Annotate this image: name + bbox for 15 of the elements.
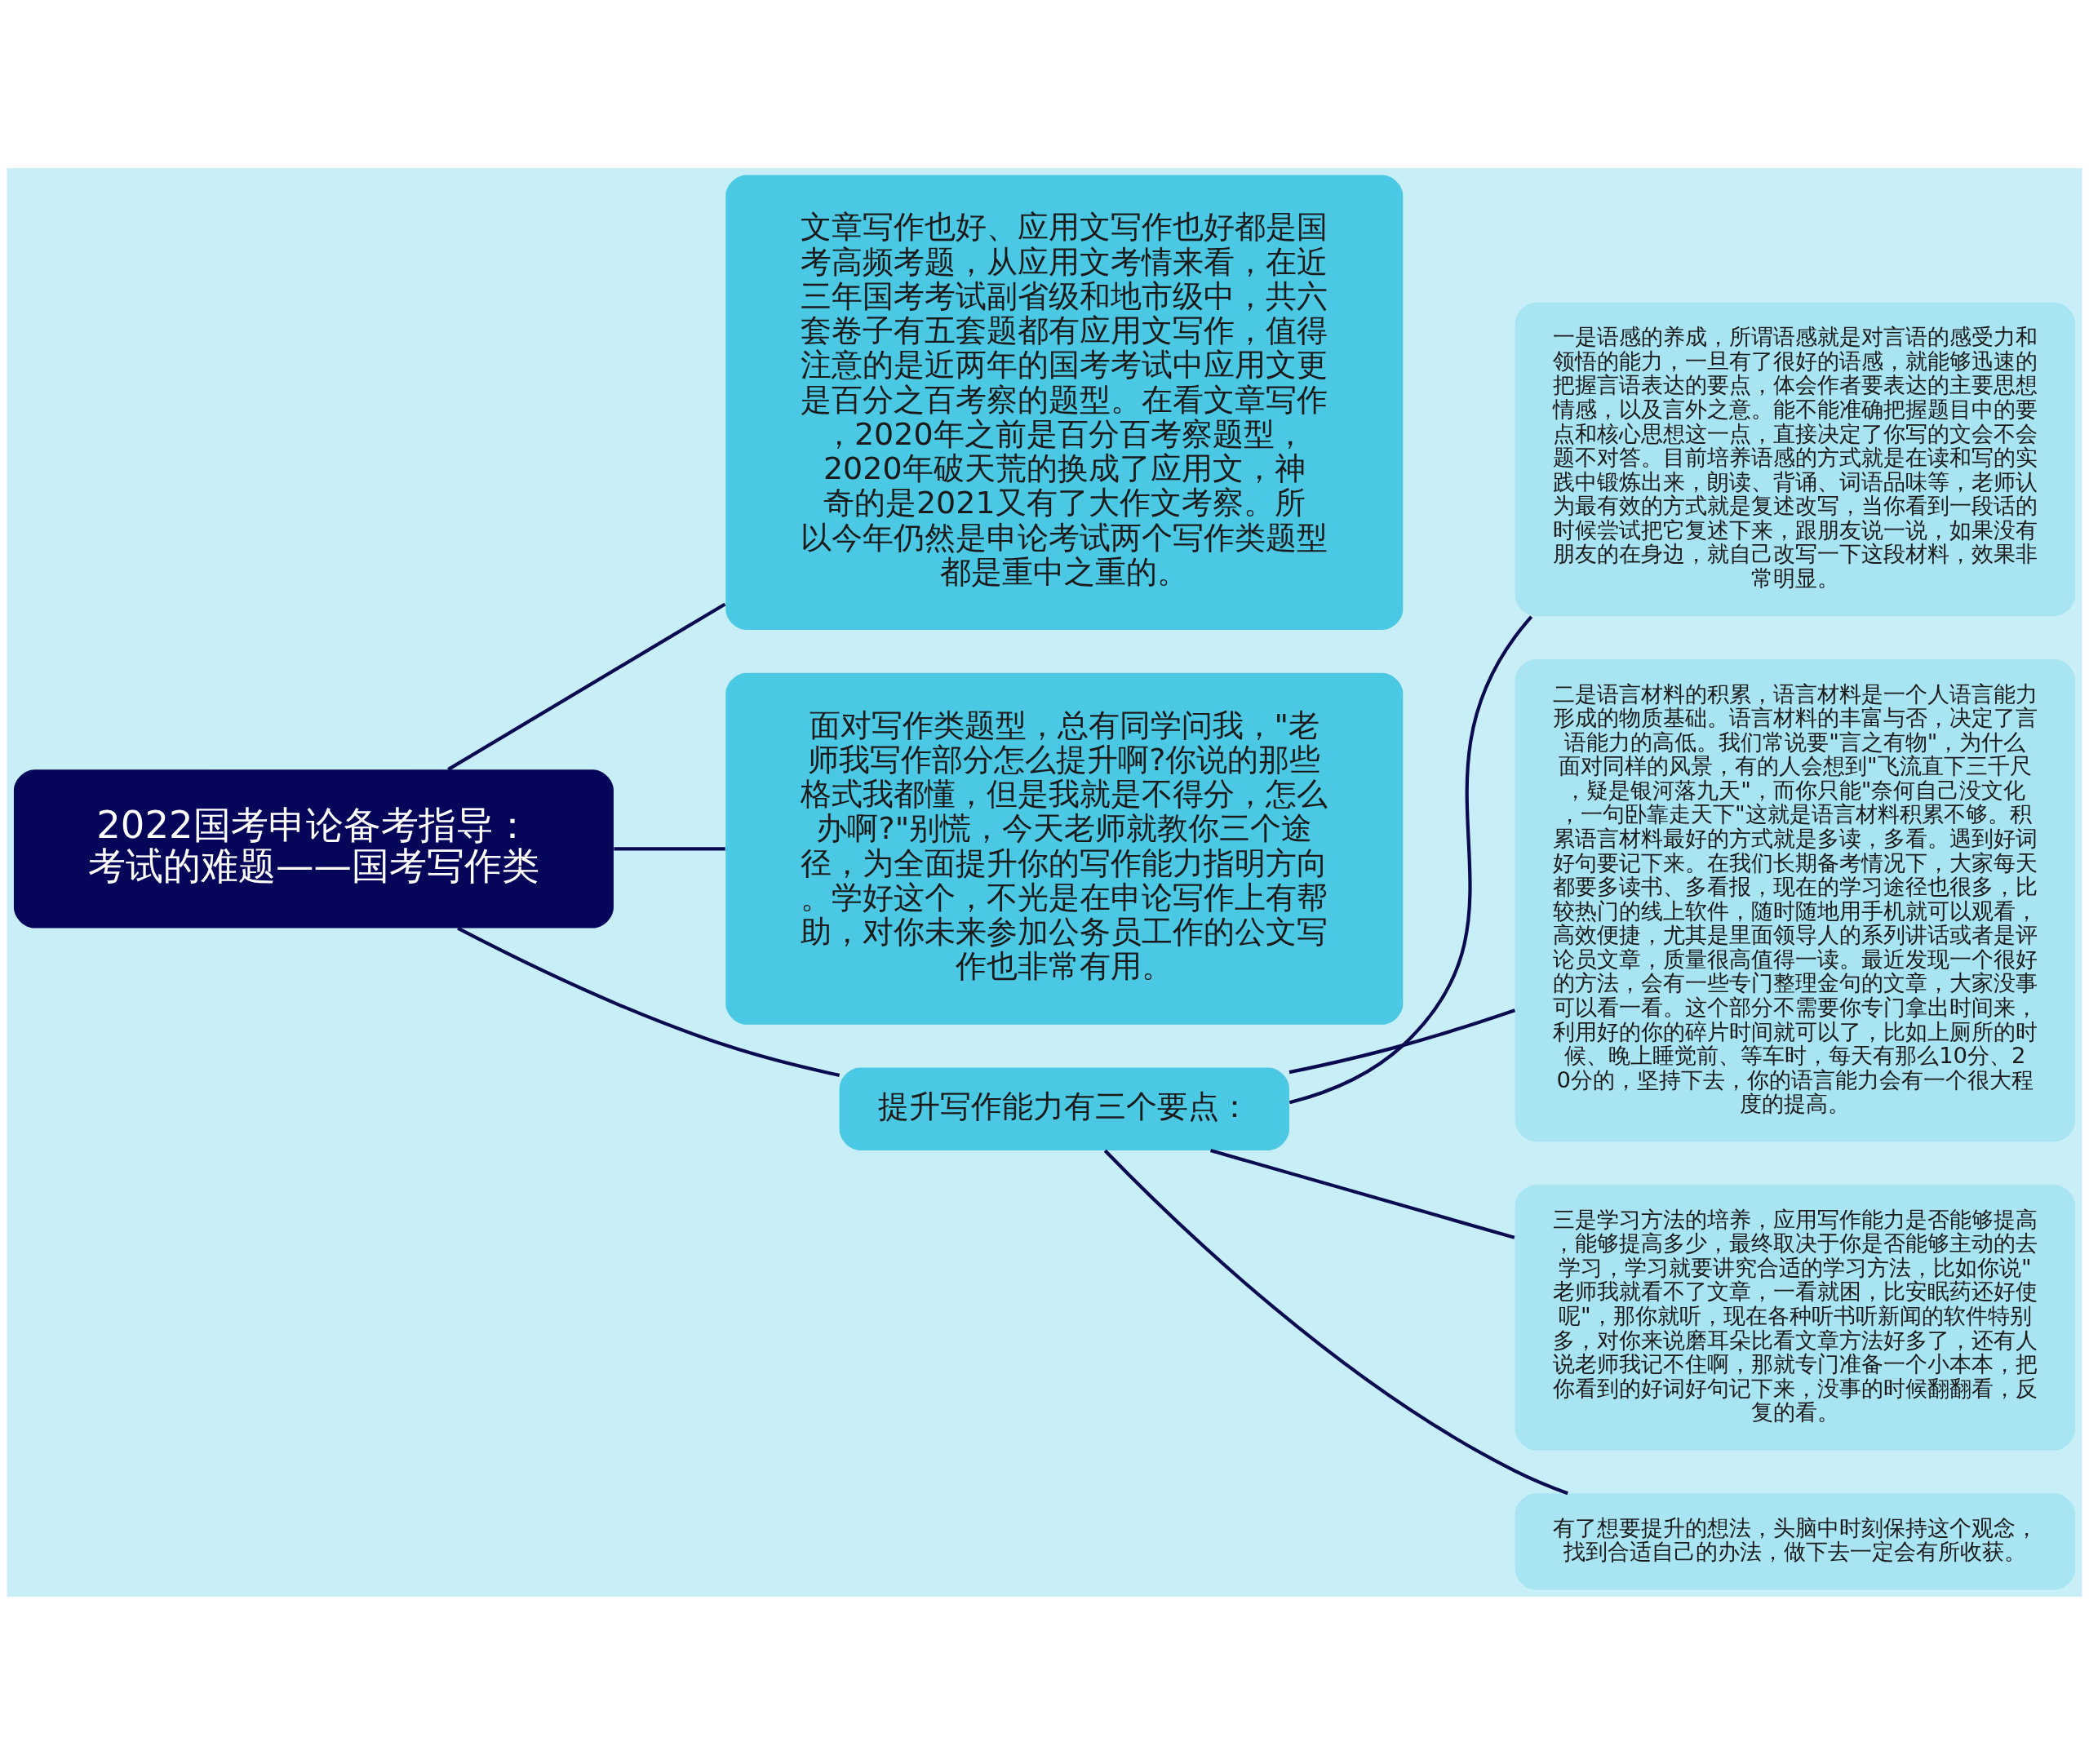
node-box: 二是语言材料的积累，语言材料是一个人语言能力形成的物质基础。语言材料的丰富与否，决定了言语能力的高低。我们常说要"言之有物"，为什么面对同样的风景，有的人会想到"飞流直下三千尺，疑是银河落九天"，而你只能"奈何自己没文化，一句卧靠走天下"这就是语言材料积累不够。积累语言材料最好的方式就是多读，多看。遇到好词好句要记下来。在我们长期备考情况下，大家每天都要多读书、多看报，现在的学习途径也很多，比较热门的线上软件，随时随地用手机就可以观看，高效便捷，尤其是里面领导人的系列讲话或者是评论员文章，质量很高值得一读。最近发现一个很好的方法，会有一些专门整理金句的文章，大家没事可以看一看。这个部分不需要你专门拿出时间来，利用好的你的碎片时间就可以了，比如上厕所的时候、晚上睡觉前、等车时，每天有那么10分、20分的，坚持下去，你的语言能力会有一个很大程度的提高。: [1515, 658, 2076, 1141]
connector: [457, 926, 840, 1077]
node-box: 面对写作类题型，总有同学问我，"老师我写作部分怎么提升啊?你说的那些格式我都懂，但是我就是不得分，怎么办啊?"别慌，今天老师就教你三个途径，为全面提升你的写作能力指明方向。学好这个，不光是在申论写作上有帮助，对你未来参加公务员工作的公文写作也非常有用。: [725, 672, 1404, 1025]
node-box: 文章写作也好、应用文写作也好都是国考高频考题，从应用文考情来看，在近三年国考考试副省级和地市级中，共六套卷子有五套题都有应用文写作，值得注意的是近两年的国考考试中应用文更是百分之百考察的题型。在看文章写作，2020年之前是百分百考察题型，2020年破天荒的换成了应用文，神奇的是2021又有了大作文考察。所以今年仍然是申论考试两个写作类题型都是重中之重的。: [725, 174, 1404, 630]
node-box: 有了想要提升的想法，头脑中时刻保持这个观念，找到合适自己的办法，做下去一定会有所收获。: [1515, 1492, 2076, 1590]
connector: [1288, 1008, 1516, 1074]
connector: [1103, 1149, 1568, 1495]
connector: [1288, 614, 1533, 1104]
node-box: 三是学习方法的培养，应用写作能力是否能够提高，能够提高多少，最终取决于你是否能够主动的去学习，学习就要讲究合适的学习方法，比如你说"老师我就看不了文章，一看就困，比安眠药还好使呢"，那你就听，现在各种听书听新闻的软件特别多，对你来说磨耳朵比看文章方法好多了，还有人说老师我记不住啊，那就专门准备一个小本本，把你看到的好词好句记下来，没事的时候翻翻看，反复的看。: [1515, 1184, 2076, 1450]
node-box: 一是语感的养成，所谓语感就是对言语的感受力和领悟的能力，一旦有了很好的语感，就能够迅速的把握言语表达的要点，体会作者要表达的主要思想情感，以及言外之意。能不能准确把握题目中的要点和核心思想这一点，直接决定了你写的文会不会题不对答。目前培养语感的方式就是在读和写的实践中锻炼出来，朗读、背诵、词语品味等，老师认为最有效的方式就是复述改写，当你看到一段话的时候尝试把它复述下来，跟朋友说一说，如果没有朋友的在身边，就自己改写一下这段材料，效果非常明显。: [1515, 302, 2076, 616]
connector: [614, 846, 725, 850]
connector: [447, 602, 726, 771]
connector: [1210, 1148, 1515, 1239]
node-box: 2022国考申论备考指导：考试的难题——国考写作类: [13, 769, 614, 928]
node-box: 提升写作能力有三个要点：: [839, 1067, 1289, 1150]
